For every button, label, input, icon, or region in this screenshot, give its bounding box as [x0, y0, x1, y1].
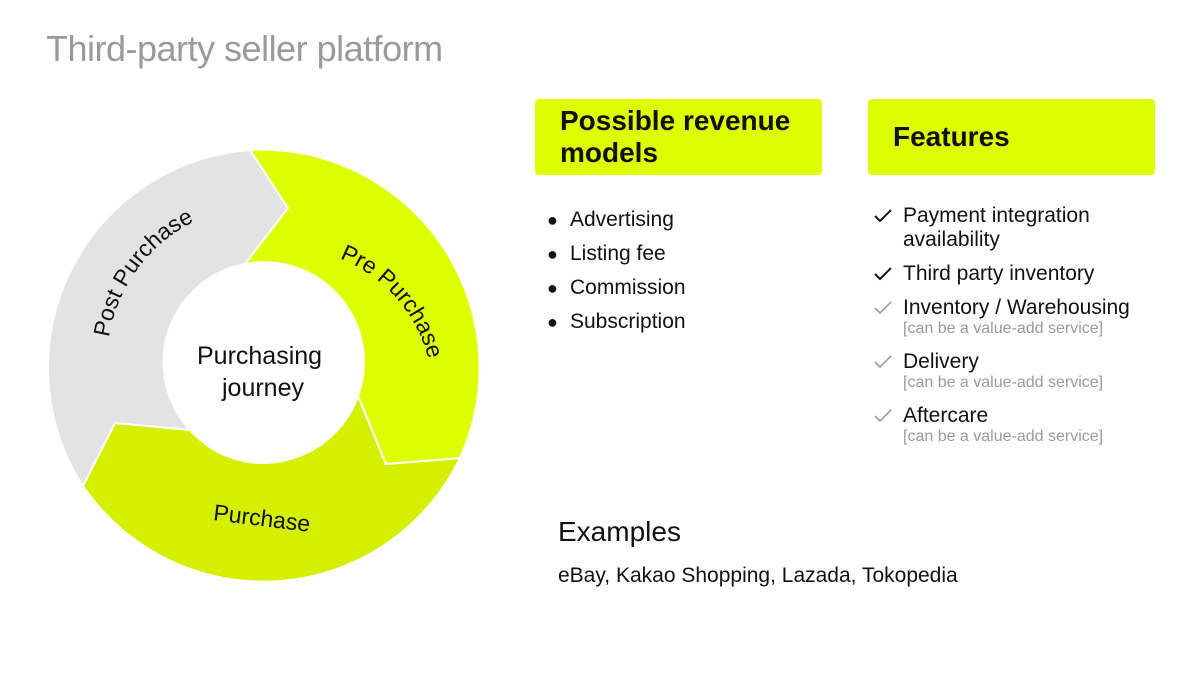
revenue-item: ● Listing fee — [547, 237, 686, 271]
feature-label-text: Inventory / Warehousing — [903, 296, 1130, 319]
check-icon — [873, 404, 903, 429]
revenue-models-list: ● Advertising ● Listing fee ● Commission ● S… — [547, 203, 686, 339]
page-title: Third-party seller platform — [46, 28, 443, 69]
feature-item: Inventory / Warehousing [can be a value-… — [873, 296, 1173, 350]
examples-list: eBay, Kakao Shopping, Lazada, Tokopedia — [558, 564, 958, 587]
features-title: Features — [893, 121, 1010, 152]
revenue-models-header: Possible revenue models — [535, 99, 822, 175]
feature-label: Payment integration availability — [903, 204, 1090, 251]
bullet-icon: ● — [547, 311, 558, 332]
features-header: Features — [868, 99, 1155, 175]
feature-label: Delivery [can be a value-add service] — [903, 350, 1103, 392]
feature-item: Delivery [can be a value-add service] — [873, 350, 1173, 404]
revenue-item-label: Commission — [570, 276, 686, 299]
feature-label: Third party inventory — [903, 262, 1095, 285]
feature-label: Aftercare [can be a value-add service] — [903, 404, 1103, 446]
feature-note: [can be a value-add service] — [903, 320, 1104, 337]
check-icon — [873, 262, 903, 287]
feature-item: Payment integration availability — [873, 204, 1173, 262]
feature-note: [can be a value-add service] — [903, 374, 1104, 391]
feature-note: [can be a value-add service] — [903, 428, 1104, 445]
revenue-item-label: Listing fee — [570, 242, 666, 265]
feature-item: Third party inventory — [873, 262, 1173, 296]
bullet-icon: ● — [547, 209, 558, 230]
center-label: Purchasing journey — [197, 342, 329, 402]
bullet-icon: ● — [547, 243, 558, 264]
revenue-item-label: Subscription — [570, 310, 686, 333]
revenue-item: ● Commission — [547, 271, 686, 305]
check-icon — [873, 204, 903, 229]
revenue-item: ● Subscription — [547, 305, 686, 339]
examples-title: Examples — [558, 516, 681, 547]
revenue-item: ● Advertising — [547, 203, 686, 237]
revenue-models-title: Possible revenue models — [560, 105, 791, 168]
feature-label-text: Delivery — [903, 350, 979, 373]
check-icon — [873, 350, 903, 375]
feature-label-text: Aftercare — [903, 404, 989, 427]
post-purchase-segment — [46, 149, 289, 487]
revenue-item-label: Advertising — [570, 208, 674, 231]
check-icon — [873, 296, 903, 321]
center-circle — [165, 268, 361, 464]
bullet-icon: ● — [547, 277, 558, 298]
pre-purchase-segment — [244, 148, 481, 465]
feature-item: Aftercare [can be a value-add service] — [873, 404, 1173, 458]
features-list: Payment integration availability Third p… — [873, 204, 1173, 458]
feature-label: Inventory / Warehousing [can be a value-… — [903, 296, 1130, 338]
purchasing-journey-cycle: Pre Purchase Post Purchase Purchase Purc… — [46, 148, 481, 583]
